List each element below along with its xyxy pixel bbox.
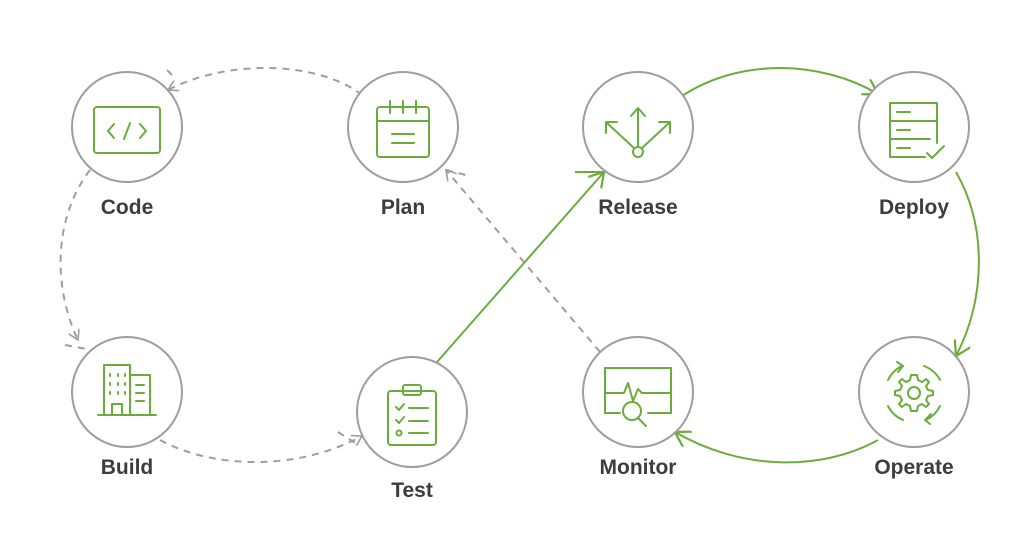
node-circle xyxy=(347,71,459,183)
node-circle xyxy=(71,71,183,183)
node-code: Code xyxy=(71,71,183,219)
gear-cycle-icon xyxy=(887,361,941,425)
node-label: Monitor xyxy=(600,456,677,479)
test-to-release-connector xyxy=(436,172,604,363)
node-build: Build xyxy=(71,336,183,479)
node-label: Plan xyxy=(381,196,425,219)
dash-tick xyxy=(445,169,471,177)
node-monitor: Monitor xyxy=(582,336,694,479)
node-test: Test xyxy=(356,356,468,502)
dashed-connectors xyxy=(59,67,601,463)
code-window-icon xyxy=(93,106,161,154)
operate-to-monitor-connector xyxy=(675,432,879,464)
node-label: Operate xyxy=(874,456,953,479)
node-circle xyxy=(858,336,970,448)
clipboard-checklist-icon xyxy=(387,384,437,446)
code-to-build-connector xyxy=(59,169,91,340)
dash-tick xyxy=(64,344,93,351)
plan-to-code-connector xyxy=(168,67,363,96)
server-check-icon xyxy=(889,102,945,159)
node-deploy: Deploy xyxy=(858,71,970,219)
dash-tick xyxy=(166,69,176,79)
node-release: Release xyxy=(582,71,694,219)
node-plan: Plan xyxy=(347,71,459,219)
buildings-icon xyxy=(97,364,157,416)
node-label: Deploy xyxy=(879,196,949,219)
node-label: Code xyxy=(101,196,154,219)
node-operate: Operate xyxy=(858,336,970,479)
branch-arrows-icon xyxy=(605,107,671,158)
node-circle xyxy=(858,71,970,183)
node-circle xyxy=(71,336,183,448)
node-label: Build xyxy=(101,456,154,479)
green-connectors xyxy=(436,67,980,464)
build-to-test-connector xyxy=(159,436,362,463)
node-circle xyxy=(582,336,694,448)
calendar-icon xyxy=(376,100,430,158)
node-label: Release xyxy=(598,196,677,219)
monitor-to-plan-connector xyxy=(446,170,601,353)
dash-tick xyxy=(337,431,361,447)
node-circle xyxy=(356,356,468,468)
deploy-to-operate-connector xyxy=(956,171,980,356)
monitor-search-icon xyxy=(604,367,672,427)
release-to-deploy-connector xyxy=(681,67,878,97)
node-label: Test xyxy=(391,479,433,502)
